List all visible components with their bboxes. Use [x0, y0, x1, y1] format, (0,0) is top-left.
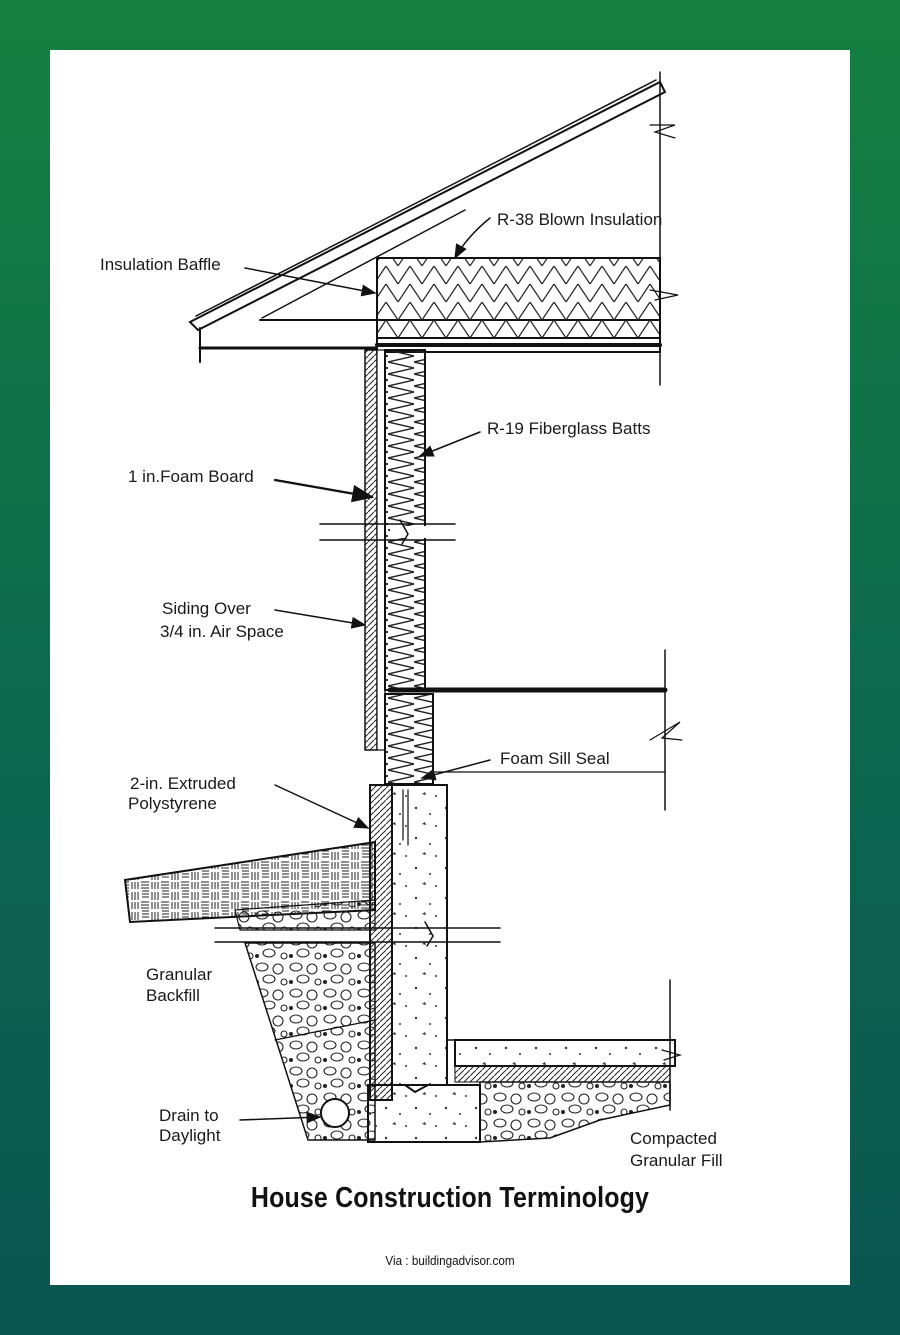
label-drain-line-1: Drain to	[159, 1106, 219, 1125]
caption-title: House Construction Terminology	[250, 1182, 650, 1214]
label-xps-line-1: 2-in. Extruded	[130, 774, 236, 793]
label-fill-line-1: Compacted	[630, 1129, 717, 1148]
label-backfill-line-1: Granular	[146, 965, 212, 984]
label-insulation-baffle: Insulation Baffle	[100, 255, 221, 274]
label-xps-line-2: Polystyrene	[128, 794, 217, 813]
diagram-card: R-38 Blown Insulation Insulation Baffle …	[50, 50, 850, 1285]
source-credit: Via : buildingadvisor.com	[385, 1253, 515, 1268]
label-drain-line-2: Daylight	[159, 1126, 221, 1145]
label-siding-line-2: 3/4 in. Air Space	[160, 622, 284, 641]
wall-section-diagram: R-38 Blown Insulation Insulation Baffle …	[100, 71, 723, 1170]
label-siding-line-1: Siding Over	[162, 599, 251, 618]
label-foam-board: 1 in.Foam Board	[128, 467, 254, 486]
label-r19-fiberglass-batts: R-19 Fiberglass Batts	[487, 419, 650, 438]
label-backfill-line-2: Backfill	[146, 986, 200, 1005]
label-fill-line-2: Granular Fill	[630, 1151, 723, 1170]
label-foam-sill-seal: Foam Sill Seal	[500, 749, 610, 768]
label-r38-blown-insulation: R-38 Blown Insulation	[497, 210, 662, 229]
